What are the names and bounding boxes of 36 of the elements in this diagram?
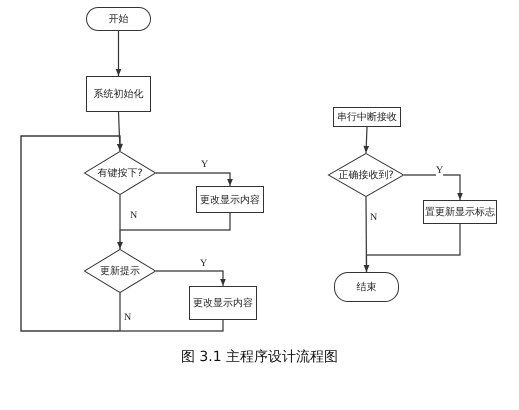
edge-label: N [124, 313, 132, 323]
node-label: 结束 [356, 280, 376, 294]
node-label: 开始 [108, 13, 128, 26]
edge-label: N [370, 213, 378, 223]
decision-diamond [328, 153, 404, 197]
terminal-box [334, 272, 399, 302]
edge-label: Y [200, 259, 208, 269]
arrow [156, 172, 233, 186]
node-label: 有键按下? [97, 166, 143, 180]
node-label: 更改显示内容 [193, 296, 253, 310]
arrow [364, 224, 461, 272]
node-label: 置更新显示标志 [425, 206, 495, 219]
process-box [196, 186, 264, 213]
node-label: 系统初始化 [94, 88, 144, 101]
terminal-box [86, 7, 151, 31]
arrow [116, 112, 123, 152]
arrow [404, 174, 463, 200]
node-label: 串行中断接收 [337, 110, 397, 124]
arrow [117, 213, 231, 249]
process-box [333, 107, 401, 127]
edge-label: Y [201, 160, 208, 170]
caption: 图 3.1 主程序设计流程图 [180, 349, 338, 365]
arrow [156, 270, 226, 286]
process-box [86, 76, 151, 112]
edge-label: Y [436, 166, 444, 176]
process-box [423, 200, 497, 224]
node-label: 正确接收到? [338, 168, 394, 182]
arrow [363, 126, 370, 154]
arrow [116, 31, 122, 76]
node-label: 更改显示内容 [200, 194, 260, 206]
decision-diamond [84, 249, 156, 293]
arrow [20, 135, 224, 332]
decision-diamond [84, 151, 156, 195]
node-label: 更新提示 [100, 264, 140, 278]
process-box [189, 286, 257, 320]
edge-label: N [130, 211, 138, 221]
